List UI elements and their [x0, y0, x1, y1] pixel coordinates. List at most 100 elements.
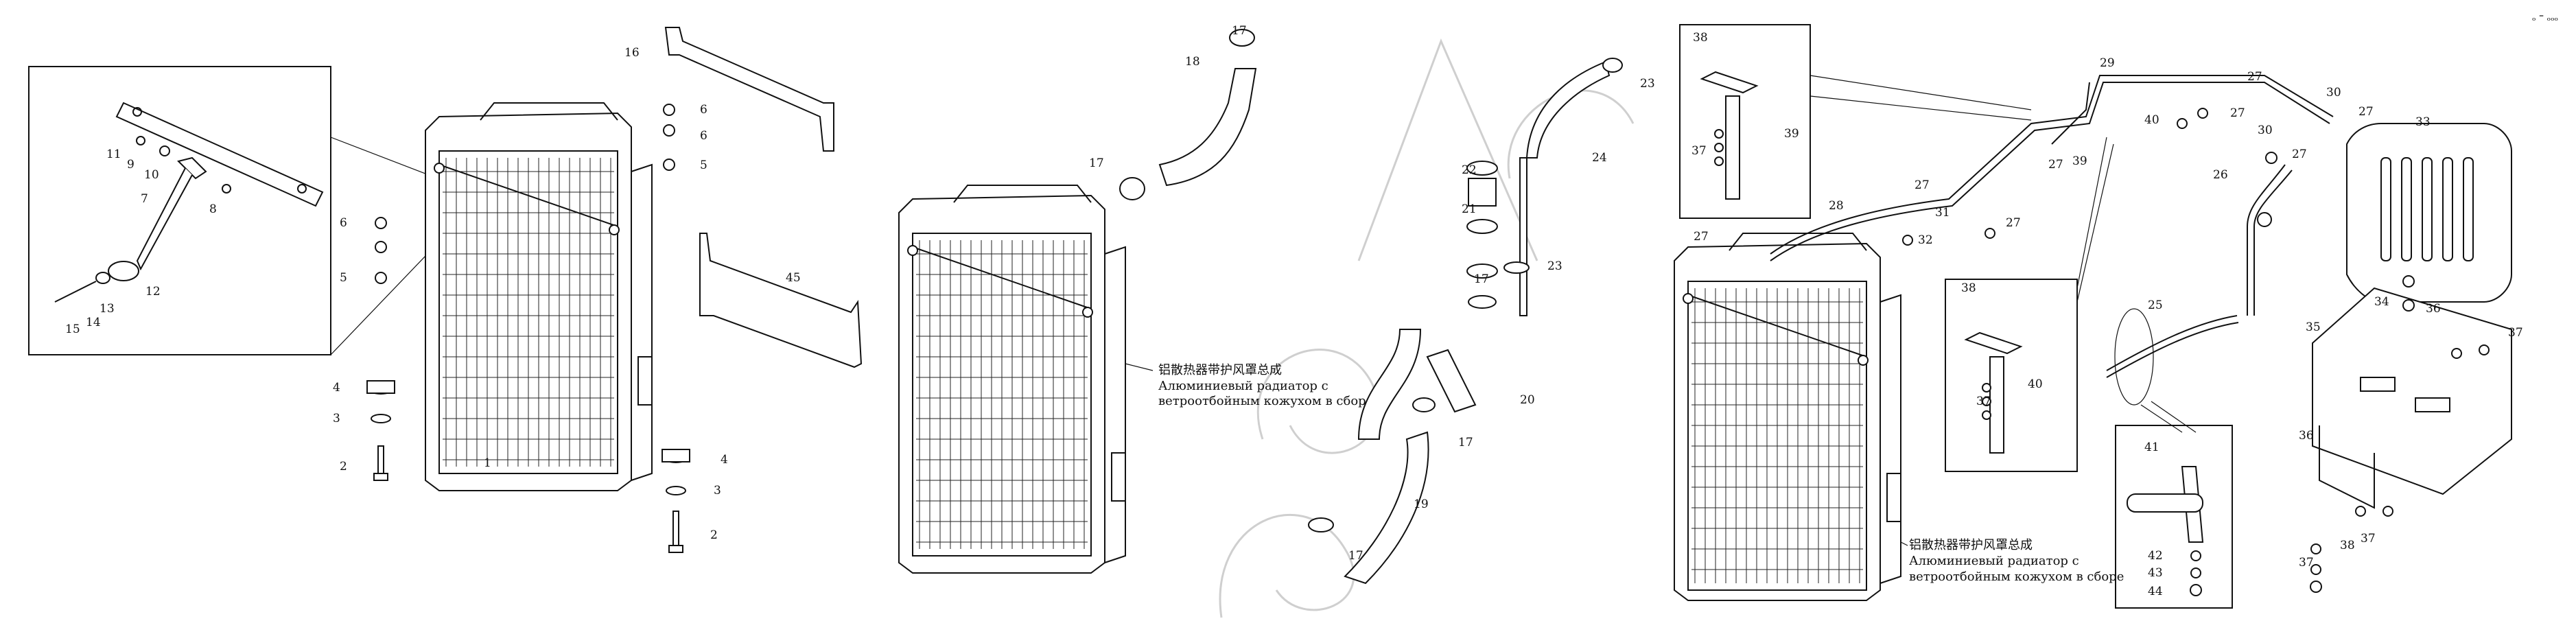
callout-17d: 17 — [1458, 436, 1473, 449]
callout-4: 4 — [333, 381, 340, 395]
callout-29: 29 — [2100, 56, 2115, 70]
callout-38c: 38 — [2340, 539, 2355, 552]
right-panel: 铝散热器带护风罩总成 Алюминиевый радиатор с ветроо… — [1674, 24, 2523, 609]
right-caption-ru-2: ветроотбойным кожухом в сборе — [1909, 570, 2124, 584]
left-panel: 1 2 3 4 5 6 7 8 9 10 11 12 13 14 15 16 4… — [28, 27, 863, 553]
callout-41: 41 — [2144, 441, 2159, 454]
callout-20: 20 — [1520, 393, 1535, 407]
corner-marks: ₒ ⁼ ₒₒₒ — [2532, 12, 2558, 23]
callout-43: 43 — [2148, 566, 2163, 580]
callout-3: 3 — [333, 412, 340, 425]
middle-caption-ru-2: ветроотбойным кожухом в сборе — [1158, 394, 1373, 408]
callout-2b: 2 — [710, 528, 718, 542]
callout-11: 11 — [106, 148, 121, 161]
callout-8: 8 — [209, 202, 217, 216]
callout-32: 32 — [1918, 233, 1933, 247]
radiator-middle — [898, 185, 1126, 574]
callout-5: 5 — [340, 271, 347, 285]
callout-37b: 37 — [2361, 532, 2376, 546]
watermark — [1219, 38, 1635, 618]
callout-4b: 4 — [721, 453, 728, 467]
callout-28: 28 — [1829, 199, 1844, 213]
callout-18: 18 — [1185, 55, 1200, 69]
callout-6: 6 — [340, 216, 347, 230]
callout-23b: 23 — [1547, 259, 1562, 273]
side-bracket — [699, 233, 863, 368]
callout-2: 2 — [340, 460, 347, 473]
callout-36a: 36 — [2426, 302, 2441, 316]
callout-30b: 30 — [2258, 124, 2273, 137]
callout-17e: 17 — [1348, 549, 1363, 563]
callout-38a: 38 — [1693, 31, 1708, 45]
callout-12: 12 — [145, 285, 161, 298]
callout-37e: 37 — [1976, 395, 1991, 408]
callout-30a: 30 — [2326, 86, 2341, 99]
callout-44: 44 — [2148, 585, 2163, 598]
callout-27b: 27 — [1694, 230, 1709, 244]
callout-10: 10 — [144, 168, 159, 182]
callout-31: 31 — [1935, 206, 1950, 220]
callout-27h: 27 — [2358, 105, 2374, 119]
pipe-24 — [1519, 157, 1527, 316]
callout-37c: 37 — [2508, 326, 2523, 340]
callout-6c: 6 — [700, 129, 707, 143]
callout-27a: 27 — [1915, 178, 1930, 192]
callout-17a: 17 — [1232, 24, 1247, 38]
callout-1: 1 — [484, 456, 491, 470]
callout-40b: 40 — [2028, 377, 2043, 391]
callout-24: 24 — [1592, 151, 1607, 165]
callout-35: 35 — [2306, 320, 2321, 334]
callout-15: 15 — [65, 323, 80, 336]
left-callouts: 1 2 3 4 5 6 7 8 9 10 11 12 13 14 15 16 4… — [65, 46, 801, 542]
filler-neck — [1468, 178, 1497, 207]
right-caption-ru-1: Алюминиевый радиатор с — [1909, 554, 2079, 568]
callout-27d: 27 — [2048, 158, 2063, 172]
callout-27e: 27 — [2247, 70, 2262, 84]
callout-45: 45 — [786, 271, 801, 285]
callout-17c: 17 — [1474, 272, 1489, 286]
lower-hose-2 — [1344, 431, 1429, 585]
callout-21: 21 — [1462, 202, 1477, 216]
callout-23a: 23 — [1640, 77, 1655, 91]
middle-callouts: 17 18 17 19 20 21 22 23 23 24 17 17 17 — [1089, 24, 1655, 563]
callout-14: 14 — [86, 316, 101, 329]
radiator-right — [1674, 233, 1901, 601]
right-callouts: 25 26 27 27 27 27 27 27 27 27 28 29 30 3… — [1691, 31, 2523, 598]
callout-27f: 27 — [2230, 106, 2245, 120]
callout-37d: 37 — [1691, 144, 1707, 158]
callout-34: 34 — [2374, 295, 2389, 309]
middle-panel: 铝散热器带护风罩总成 Алюминиевый радиатор с ветроо… — [898, 24, 1655, 585]
callout-7: 7 — [141, 192, 148, 206]
top-bracket — [664, 27, 834, 152]
right-caption-cn: 铝散热器带护风罩总成 — [1909, 538, 2033, 552]
callout-3b: 3 — [714, 484, 721, 497]
callout-6b: 6 — [700, 103, 707, 117]
middle-caption-ru-1: Алюминиевый радиатор с — [1158, 379, 1328, 393]
callout-33: 33 — [2415, 115, 2431, 129]
callout-39a: 39 — [1784, 127, 1799, 141]
callout-36b: 36 — [2299, 429, 2314, 443]
callout-16: 16 — [624, 46, 640, 60]
callout-42: 42 — [2148, 549, 2163, 563]
callout-13: 13 — [99, 302, 115, 316]
detail-inset-box — [28, 66, 331, 355]
callout-27c: 27 — [2006, 216, 2021, 230]
detail-box-40 — [1945, 279, 2078, 472]
detail-box-39 — [1679, 24, 1811, 219]
callout-17b: 17 — [1089, 156, 1104, 170]
callout-27g: 27 — [2292, 148, 2307, 161]
callout-25: 25 — [2148, 298, 2163, 312]
callout-19: 19 — [1414, 497, 1429, 511]
callout-40a: 40 — [2144, 113, 2159, 127]
callout-26: 26 — [2213, 168, 2228, 182]
coolant-pipe — [1770, 75, 2334, 255]
callout-37a: 37 — [2299, 556, 2314, 570]
callout-39b: 39 — [2072, 154, 2087, 168]
callout-9: 9 — [127, 158, 134, 172]
lower-hose-1 — [1357, 329, 1422, 440]
callout-38b: 38 — [1961, 281, 1976, 295]
fastener-stacks — [1714, 108, 2490, 596]
callout-22: 22 — [1462, 163, 1477, 177]
